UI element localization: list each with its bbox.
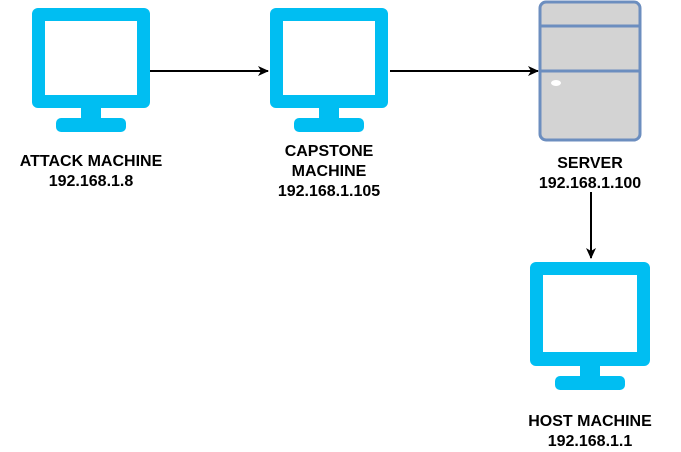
capstone-machine-name-line1: CAPSTONE bbox=[284, 143, 374, 160]
server-power-light-icon bbox=[551, 80, 561, 86]
server-icon bbox=[538, 0, 642, 142]
capstone-machine-ip: 192.168.1.105 bbox=[277, 183, 381, 200]
host-machine-ip: 192.168.1.1 bbox=[547, 433, 633, 450]
server-ip: 192.168.1.100 bbox=[538, 175, 642, 192]
host-machine-label: HOST MACHINE 192.168.1.1 bbox=[500, 412, 680, 452]
capstone-machine-label: CAPSTONE MACHINE 192.168.1.105 bbox=[249, 142, 409, 202]
host-machine-monitor-icon bbox=[530, 262, 650, 390]
server-label: SERVER 192.168.1.100 bbox=[500, 154, 680, 194]
attack-machine-ip: 192.168.1.8 bbox=[48, 173, 134, 190]
host-machine-name: HOST MACHINE bbox=[528, 413, 652, 430]
attack-machine-monitor-icon bbox=[32, 8, 150, 132]
capstone-machine-monitor-icon bbox=[270, 8, 388, 132]
capstone-machine-name-line2: MACHINE bbox=[291, 163, 367, 180]
server-name: SERVER bbox=[557, 155, 623, 172]
attack-machine-label: ATTACK MACHINE 192.168.1.8 bbox=[0, 152, 182, 192]
attack-machine-name: ATTACK MACHINE bbox=[19, 153, 163, 170]
